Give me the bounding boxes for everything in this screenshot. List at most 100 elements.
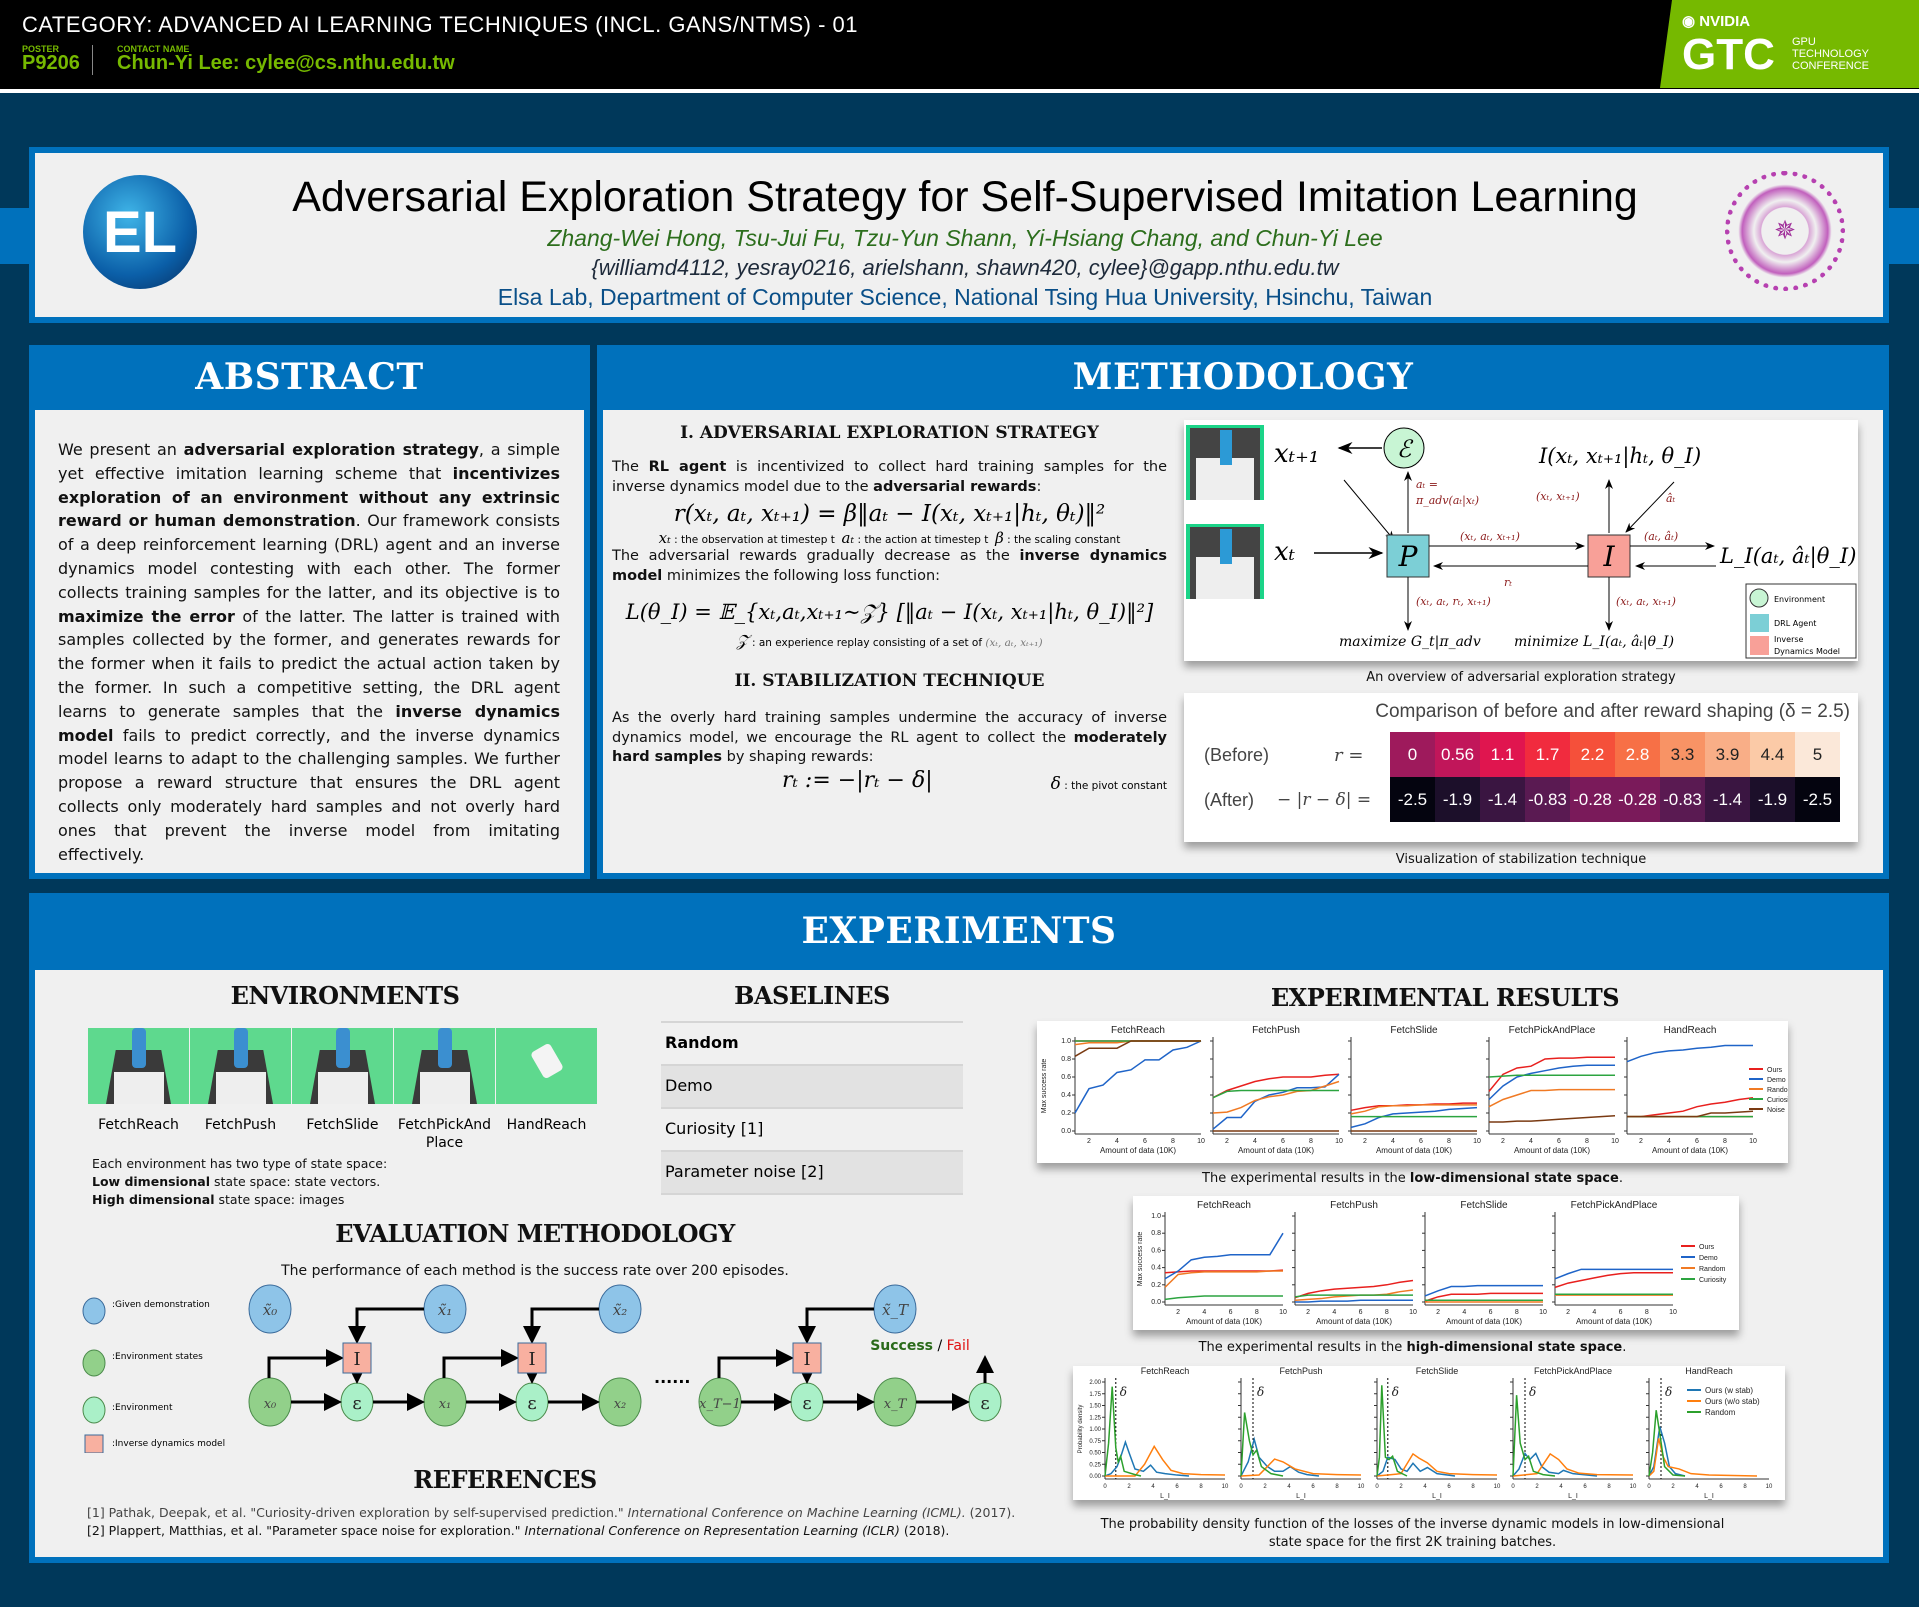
symbol: (xₜ, aₜ, xₜ₊₁): [985, 637, 1043, 649]
x-tick-label: 10: [1749, 1138, 1757, 1145]
reward-equation: r(xₜ, aₜ, xₜ₊₁) = β‖aₜ − I(xₜ, xₜ₊₁|hₜ, …: [673, 501, 1106, 527]
state-node-label: x_T: [884, 1397, 908, 1412]
env-thumbnail: [1186, 425, 1264, 500]
x-tick-label: 10: [1409, 1309, 1417, 1316]
y-axis-label: Max success rate: [1137, 1232, 1144, 1287]
nvidia-text: NVIDIA: [1699, 13, 1751, 30]
x-axis-label: L_I: [1432, 1493, 1442, 1500]
y-tick-label: 0.2: [1151, 1282, 1161, 1289]
x-tick-label: 10: [1473, 1138, 1481, 1145]
x-tick-label: 4: [1592, 1309, 1596, 1316]
y-tick-label: 1.00: [1089, 1427, 1101, 1433]
series-line-random: [1104, 1386, 1142, 1477]
symbol: xₜ: [658, 529, 671, 547]
subplot-title: HandReach: [1664, 1025, 1717, 1036]
ref-text: [1] Pathak, Deepak, et al. "Curiosity-dr…: [87, 1505, 628, 1520]
diagram-caption: An overview of adversarial exploration s…: [1366, 670, 1676, 685]
x-tick-label: 2: [1363, 1138, 1367, 1145]
quad-label: (xₜ, aₜ, rₜ, xₜ₊₁): [1416, 595, 1491, 608]
x-tick-label: 6: [1175, 1484, 1179, 1490]
arrow: [267, 1349, 344, 1378]
series-line-random: [1212, 1080, 1340, 1114]
x-tick-label: 8: [1309, 1138, 1313, 1145]
series-line-ours-w-stab-: [1104, 1439, 1190, 1477]
subplot-title: FetchSlide: [1416, 1366, 1459, 1376]
series-line-curiosity: [1164, 1295, 1283, 1301]
heatmap-caption: Visualization of stabilization technique: [1395, 852, 1647, 867]
x-tick-label: 6: [1447, 1484, 1451, 1490]
x-axis-label: Amount of data (10K): [1652, 1146, 1728, 1155]
nthu-seal: ✵: [1725, 171, 1845, 291]
y-tick-label: 2.00: [1089, 1380, 1101, 1386]
x-tick-label: 10: [1197, 1138, 1205, 1145]
ref-year: (2018).: [899, 1523, 950, 1538]
note: : the pivot constant: [1060, 779, 1167, 792]
triple-label: (xₜ, aₜ, xₜ₊₁): [1460, 530, 1520, 543]
state-node-label: x₁: [439, 1397, 452, 1412]
after-cell: -1.9: [1435, 777, 1480, 822]
env-symbol: ℰ: [1397, 435, 1414, 463]
seal-star-icon: ✵: [1774, 216, 1796, 246]
action-label: aₜ =: [1416, 478, 1438, 491]
y-tick-label: 0.8: [1061, 1056, 1071, 1063]
x-tick-label: 2: [1639, 1138, 1643, 1145]
arrow: [348, 1307, 424, 1344]
after-eq: − |r − δ| =: [1277, 790, 1372, 810]
section-heading-stabilization: II. STABILIZATION TECHNIQUE: [734, 671, 1045, 691]
environment-symbol: ε: [802, 1393, 811, 1414]
x-tick-label: 2: [1671, 1484, 1675, 1490]
legend-label: Curiosity: [1699, 1277, 1727, 1284]
text: state space: images: [214, 1192, 345, 1207]
abstract-span: , a simple yet effective imitation learn…: [58, 440, 561, 483]
environment-image: [88, 1028, 189, 1104]
x-tick-label: 4: [1695, 1484, 1699, 1490]
after-label: (After): [1204, 790, 1255, 810]
success-fail-label: Success / Fail: [870, 1338, 970, 1354]
inverse-symbol: I: [1602, 540, 1615, 573]
abstract-span: of the latter. The latter is trained wit…: [58, 606, 561, 721]
results-heading: EXPERIMENTAL RESULTS: [1270, 983, 1620, 1012]
legend-label: Noise: [1767, 1107, 1785, 1114]
x-tick-label: 6: [1229, 1309, 1233, 1316]
legend-inverse: Inverse: [1774, 635, 1804, 644]
series-line-random: [1488, 1088, 1615, 1108]
delta-label: δ: [1529, 1385, 1536, 1399]
loss-label: L_I(aₜ, âₜ|θ_I): [1719, 544, 1856, 569]
after-cell: -1.9: [1750, 777, 1795, 822]
maximize-label: maximize G_t|π_adv: [1339, 634, 1481, 650]
environment-symbol: ε: [352, 1393, 361, 1414]
x-tick-label: 2: [1436, 1309, 1440, 1316]
x-tick-label: 10: [1611, 1138, 1619, 1145]
caption-bold: high-dimensional state space: [1406, 1340, 1623, 1355]
x-tick-label: 4: [1115, 1138, 1119, 1145]
legend-environment: Environment: [1774, 595, 1825, 604]
baseline-row: Curiosity [1]: [661, 1107, 963, 1150]
series-line-demo: [1212, 1073, 1340, 1130]
caption-text: The experimental results in the: [1202, 1171, 1410, 1186]
x-tick-label: 0: [1511, 1484, 1515, 1490]
subplot: FetchReach0.000.250.500.751.001.251.501.…: [1089, 1366, 1229, 1500]
contact-name: Chun-Yi Lee: cylee@cs.nthu.edu.tw: [117, 52, 455, 74]
after-cell: -0.28: [1570, 777, 1615, 822]
after-cell: -0.83: [1660, 777, 1705, 822]
environment-label: HandReach: [506, 1117, 587, 1133]
environment-image: [394, 1028, 495, 1104]
demo-node-label: x̃₁: [438, 1301, 452, 1319]
before-eq: r =: [1334, 745, 1364, 766]
abstract-bold: adversarial exploration strategy: [183, 440, 479, 459]
x-tick-label: 6: [1619, 1309, 1623, 1316]
series-line-ours-w-stab-: [1376, 1456, 1456, 1477]
environments-heading: ENVIRONMENTS: [230, 981, 460, 1010]
x-axis-label: L_I: [1704, 1493, 1714, 1500]
demo-node-label: x̃₀: [263, 1301, 277, 1319]
y-tick-label: 0.0: [1061, 1128, 1071, 1135]
category-label: CATEGORY: ADVANCED AI LEARNING TECHNIQUE…: [22, 12, 858, 37]
y-tick-label: 0.4: [1151, 1265, 1161, 1272]
state-space-note: Each environment has two type of state s…: [92, 1156, 388, 1171]
series-line-ours: [1488, 1056, 1615, 1092]
demo-node-label: x̃₂: [613, 1301, 627, 1319]
abstract-bold: incentivizes exploration of an environme…: [58, 463, 560, 531]
